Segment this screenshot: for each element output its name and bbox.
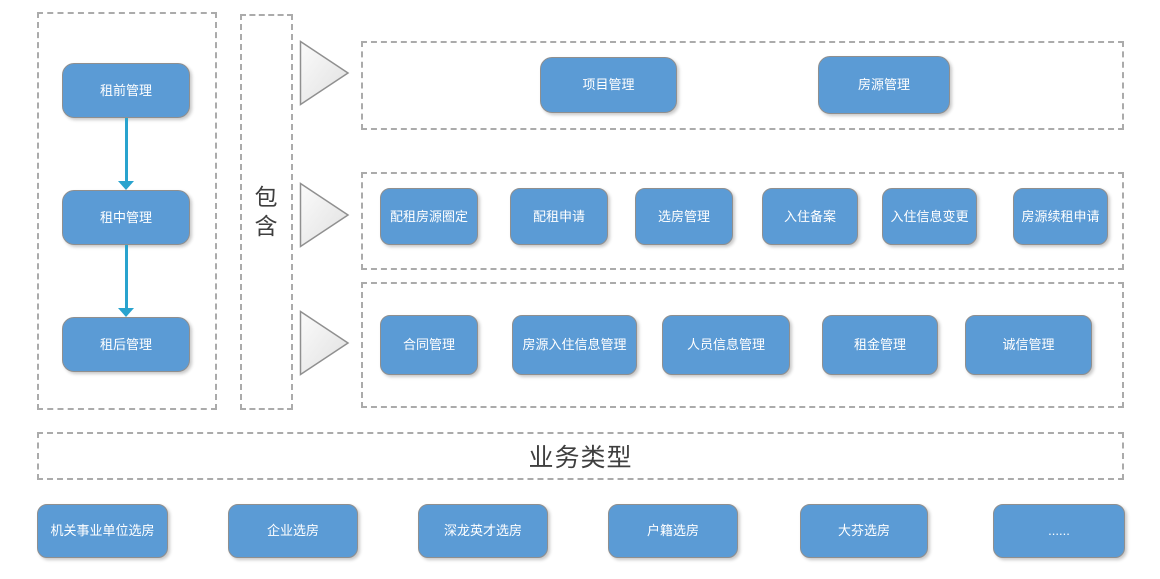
- arrow-line: [124, 118, 128, 181]
- node-lease-renewal-application: 房源续租申请: [1013, 188, 1108, 245]
- node-enterprise-selection: 企业选房: [228, 504, 358, 558]
- business-type-title: 业务类型: [528, 444, 633, 472]
- node-contract-management: 合同管理: [380, 315, 478, 375]
- group-rental-process-panel: [361, 172, 1124, 270]
- node-housing-selection-management: 选房管理: [635, 188, 733, 245]
- node-allocation-housing-delineation: 配租房源圈定: [380, 188, 478, 245]
- arrow-head-icon: [118, 308, 134, 317]
- node-household-registration-selection: 户籍选房: [608, 504, 738, 558]
- node-housing-resource-management: 房源管理: [818, 56, 950, 114]
- node-checkin-info-change: 入住信息变更: [882, 188, 977, 245]
- arrow-head-icon: [118, 181, 134, 190]
- group-project-housing-panel: [361, 41, 1124, 130]
- triangle-arrow-icon: [299, 40, 350, 106]
- node-occupancy-info-management: 房源入住信息管理: [512, 315, 637, 375]
- flow-arrow-down-2: [118, 245, 134, 317]
- arrow-line: [124, 245, 128, 308]
- node-pre-rental-management: 租前管理: [62, 63, 190, 118]
- node-more-ellipsis: ......: [993, 504, 1125, 558]
- flow-arrow-down-1: [118, 118, 134, 190]
- node-dafen-selection: 大芬选房: [800, 504, 928, 558]
- node-checkin-filing: 入住备案: [762, 188, 858, 245]
- triangle-arrow-icon: [299, 182, 350, 248]
- node-personnel-info-management: 人员信息管理: [662, 315, 790, 375]
- contains-label: 包含: [254, 184, 278, 239]
- node-integrity-management: 诚信管理: [965, 315, 1092, 375]
- lifecycle-panel: [37, 12, 217, 410]
- node-post-rental-management: 租后管理: [62, 317, 190, 372]
- node-allocation-application: 配租申请: [510, 188, 608, 245]
- node-in-rental-management: 租中管理: [62, 190, 190, 245]
- node-rent-management: 租金管理: [822, 315, 938, 375]
- triangle-arrow-icon: [299, 310, 350, 376]
- node-project-management: 项目管理: [540, 57, 677, 113]
- business-type-panel: 业务类型: [37, 432, 1124, 480]
- node-shenlong-talent-selection: 深龙英才选房: [418, 504, 548, 558]
- group-post-management-panel: [361, 282, 1124, 408]
- contains-panel: [240, 14, 293, 410]
- node-government-institution-selection: 机关事业单位选房: [37, 504, 168, 558]
